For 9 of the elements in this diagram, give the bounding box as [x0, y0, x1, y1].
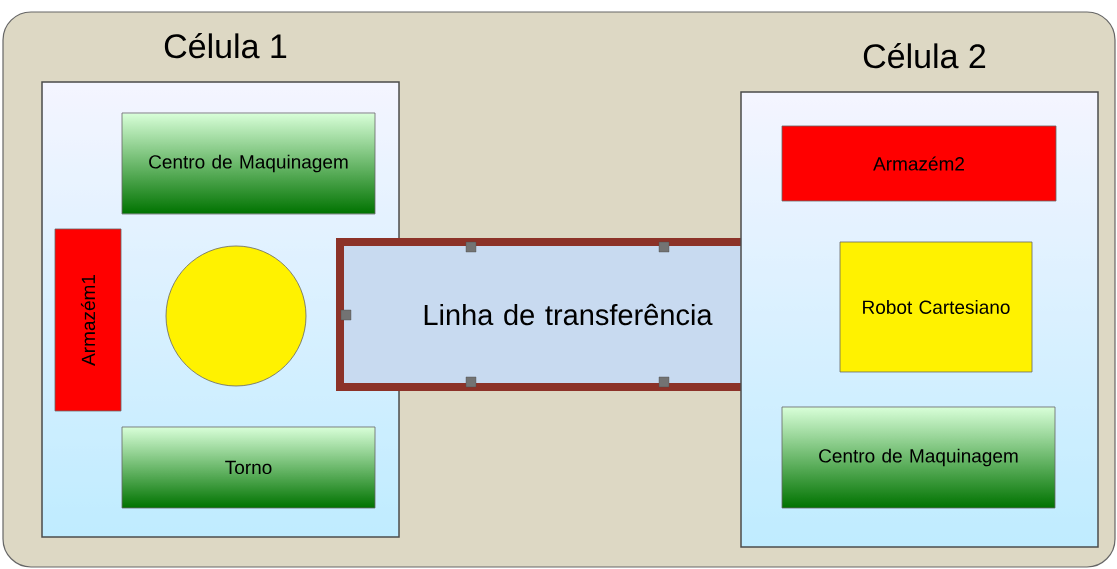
- machine-box: Centro de Maquinagem: [781, 406, 1056, 509]
- robot-box: Robot Cartesiano: [839, 241, 1033, 373]
- storage-box: Armazém1: [54, 228, 122, 412]
- robot-circle: [165, 245, 307, 387]
- cell-heading: Célula 1: [164, 32, 287, 59]
- cell-heading: Célula 2: [863, 42, 986, 69]
- machine-box: Torno: [121, 426, 376, 509]
- machine-box: Centro de Maquinagem: [121, 112, 376, 215]
- storage-box: Armazém2: [781, 125, 1057, 202]
